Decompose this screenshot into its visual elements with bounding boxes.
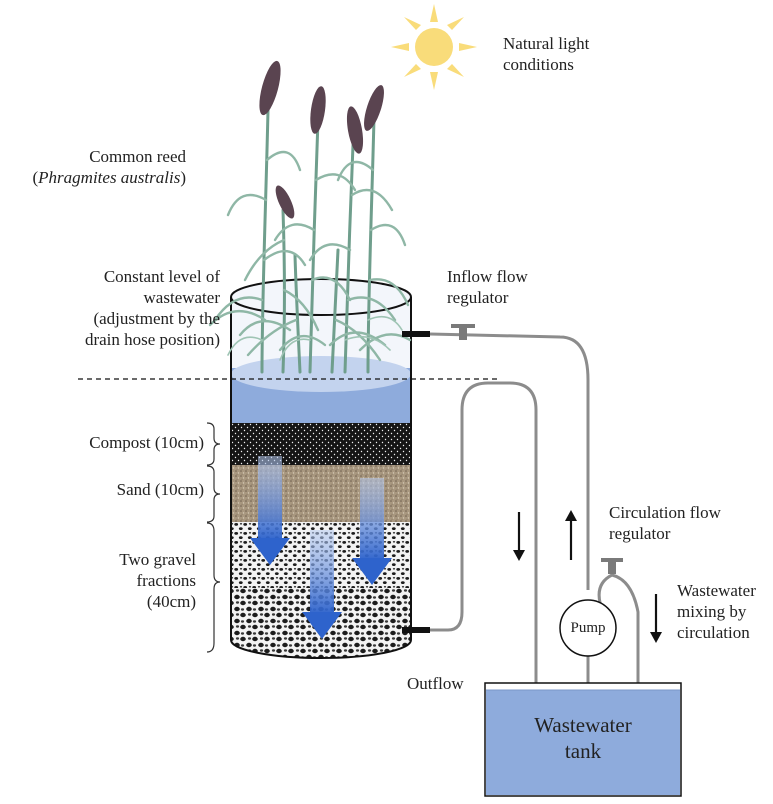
- flow-arrow-center: [302, 530, 342, 639]
- pump: [559, 599, 617, 657]
- reed-plants: [208, 108, 412, 374]
- inflow-connector: [402, 331, 430, 337]
- inflow-regulator-label: Inflow flow regulator: [447, 267, 528, 307]
- direction-arrows: [513, 510, 662, 643]
- arrow-up-inflow-icon: [565, 510, 577, 560]
- sand-layer: [231, 465, 411, 522]
- flow-arrow-right: [352, 478, 392, 585]
- circulation-hose: [597, 573, 640, 690]
- circulation-regulator-icon: [601, 558, 623, 574]
- downflow-arrows: [250, 456, 392, 639]
- sun-icon: [391, 4, 477, 90]
- column-rim: [230, 278, 412, 316]
- pump-label: Pump: [570, 620, 606, 636]
- hoses: [429, 332, 640, 690]
- sand-label: Sand (10cm): [116, 480, 204, 499]
- mixing-label: Wastewater mixing by circulation: [677, 581, 756, 642]
- inflow-hose: [429, 332, 590, 590]
- outflow-label: Outflow: [407, 674, 464, 693]
- arrow-down-outflow-icon: [513, 512, 525, 561]
- tank-label: Wastewater tank: [534, 713, 632, 763]
- brace-sand: [206, 465, 221, 523]
- gravel-label: Two gravel fractions (40cm): [119, 550, 196, 611]
- light-label: Natural light conditions: [503, 34, 590, 74]
- layer-braces: [206, 422, 221, 653]
- water-surface: [231, 356, 411, 392]
- reed-label: Common reed (Phragmites australis): [32, 147, 187, 187]
- circulation-regulator-label: Circulation flow regulator: [609, 503, 721, 543]
- outflow-connector: [402, 627, 430, 633]
- wastewater-tank: [484, 682, 682, 797]
- reed-panicles: [259, 60, 384, 219]
- outflow-hose: [430, 381, 538, 690]
- water-level-label: Constant level of wastewater (adjustment…: [84, 267, 220, 349]
- arrow-down-mixing-icon: [650, 594, 662, 643]
- inflow-regulator-icon: [451, 324, 475, 340]
- brace-gravel: [206, 522, 221, 653]
- compost-label: Compost (10cm): [89, 433, 204, 452]
- compost-layer: [231, 423, 411, 465]
- brace-compost: [206, 422, 221, 466]
- flow-arrow-left: [250, 456, 290, 565]
